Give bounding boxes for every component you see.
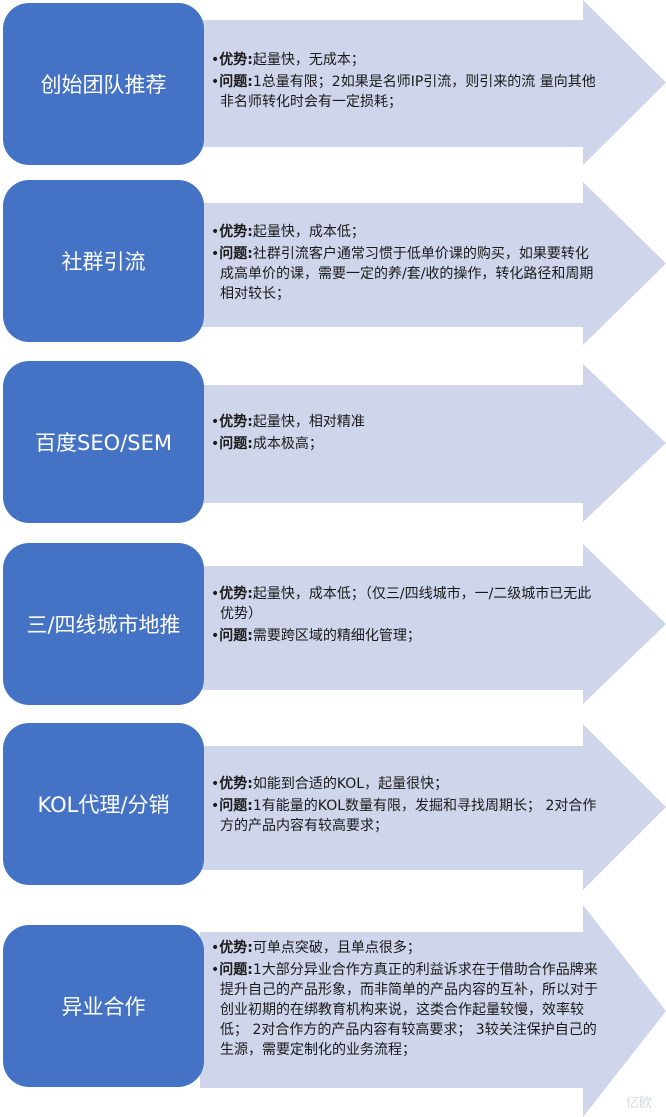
bullet-item: •优势:起量快，成本低； bbox=[211, 224, 365, 240]
bullet-item: •优势:可单点突破，且单点很多； bbox=[211, 940, 421, 956]
channel-title: KOL代理/分销 bbox=[3, 723, 204, 885]
bullet-label: 问题: bbox=[219, 246, 253, 262]
bullet-label: 问题: bbox=[219, 962, 253, 978]
bullet-text: 1有能量的KOL数量有限，发掘和寻找周期长； 2对合作方的产品内容有较高要求； bbox=[220, 798, 597, 834]
bullet-item: •问题:成本极高； bbox=[211, 436, 323, 452]
bullet-label: 问题: bbox=[219, 74, 253, 90]
channel-title: 创始团队推荐 bbox=[3, 3, 204, 165]
bullet-text: 如能到合适的KOL，起量很快； bbox=[252, 776, 449, 792]
bullet-label: 优势: bbox=[219, 586, 253, 602]
bullet-text: 起量快，相对精准 bbox=[252, 414, 365, 430]
bullet-label: 优势: bbox=[219, 940, 253, 956]
bullet-item: •问题:1总量有限；2如果是名师IP引流，则引来的流 量向其他非名师转化时会有一… bbox=[211, 74, 596, 110]
bullet-item: •优势:起量快，相对精准 bbox=[211, 414, 365, 430]
bullet-item: •优势:起量快，无成本； bbox=[211, 52, 365, 68]
bullet-text: 起量快，成本低；（仅三/四线城市，一/二级城市已无此优势） bbox=[220, 586, 592, 622]
bullet-text: 起量快，成本低； bbox=[252, 224, 365, 240]
bullet-text: 需要跨区域的精细化管理； bbox=[252, 628, 421, 644]
bullet-item: •优势:如能到合适的KOL，起量很快； bbox=[211, 776, 449, 792]
bullet-item: •问题:社群引流客户通常习惯于低单价课的购买，如果要转化成高单价的课，需要一定的… bbox=[211, 246, 594, 302]
bullet-label: 问题: bbox=[219, 628, 253, 644]
arrow-polygon bbox=[200, 182, 666, 345]
channel-title: 异业合作 bbox=[3, 925, 204, 1087]
channel-title: 百度SEO/SEM bbox=[3, 361, 204, 523]
bullet-label: 优势: bbox=[219, 414, 253, 430]
bullet-text: 起量快，无成本； bbox=[252, 52, 365, 68]
bullet-text: 可单点突破，且单点很多； bbox=[252, 940, 421, 956]
bullet-item: •问题:1有能量的KOL数量有限，发掘和寻找周期长； 2对合作方的产品内容有较高… bbox=[211, 798, 597, 834]
channel-details: •优势:起量快，相对精准 •问题:成本极高； bbox=[206, 412, 601, 456]
arrow-polygon bbox=[200, 364, 666, 522]
channel-title: 社群引流 bbox=[3, 180, 204, 342]
watermark-logo: 亿欧 bbox=[625, 1096, 652, 1111]
bullet-item: •问题:1大部分异业合作方真正的利益诉求在于借助合作品牌来提升自己的产品形象，而… bbox=[211, 962, 598, 1058]
channel-details: •优势:可单点突破，且单点很多； •问题:1大部分异业合作方真正的利益诉求在于借助… bbox=[206, 938, 601, 1062]
bullet-label: 问题: bbox=[219, 436, 253, 452]
arrow-polygon bbox=[200, 0, 666, 165]
arrow-polygon bbox=[200, 905, 666, 1117]
bullet-text: 社群引流客户通常习惯于低单价课的购买，如果要转化成高单价的课，需要一定的养/套/… bbox=[220, 246, 594, 302]
channel-details: •优势:起量快，无成本； •问题:1总量有限；2如果是名师IP引流，则引来的流 量… bbox=[206, 50, 601, 114]
bullet-text: 1总量有限；2如果是名师IP引流，则引来的流 量向其他非名师转化时会有一定损耗； bbox=[220, 74, 596, 110]
bullet-item: •问题:需要跨区域的精细化管理； bbox=[211, 628, 421, 644]
channel-details: •优势:如能到合适的KOL，起量很快； •问题:1有能量的KOL数量有限，发掘和寻… bbox=[206, 774, 601, 838]
channel-details: •优势:起量快，成本低；（仅三/四线城市，一/二级城市已无此优势） •问题:需要跨… bbox=[206, 584, 601, 648]
bullet-label: 问题: bbox=[219, 798, 253, 814]
bullet-text: 1大部分异业合作方真正的利益诉求在于借助合作品牌来提升自己的产品形象，而非简单的… bbox=[220, 962, 598, 1058]
bullet-label: 优势: bbox=[219, 224, 253, 240]
channel-details: •优势:起量快，成本低； •问题:社群引流客户通常习惯于低单价课的购买，如果要转化… bbox=[206, 222, 601, 306]
arrow-polygon bbox=[200, 724, 666, 890]
bullet-label: 优势: bbox=[219, 52, 253, 68]
arrow-polygon bbox=[200, 544, 666, 704]
bullet-label: 优势: bbox=[219, 776, 253, 792]
channel-title: 三/四线城市地推 bbox=[3, 543, 204, 705]
bullet-item: •优势:起量快，成本低；（仅三/四线城市，一/二级城市已无此优势） bbox=[211, 586, 592, 622]
bullet-text: 成本极高； bbox=[252, 436, 323, 452]
